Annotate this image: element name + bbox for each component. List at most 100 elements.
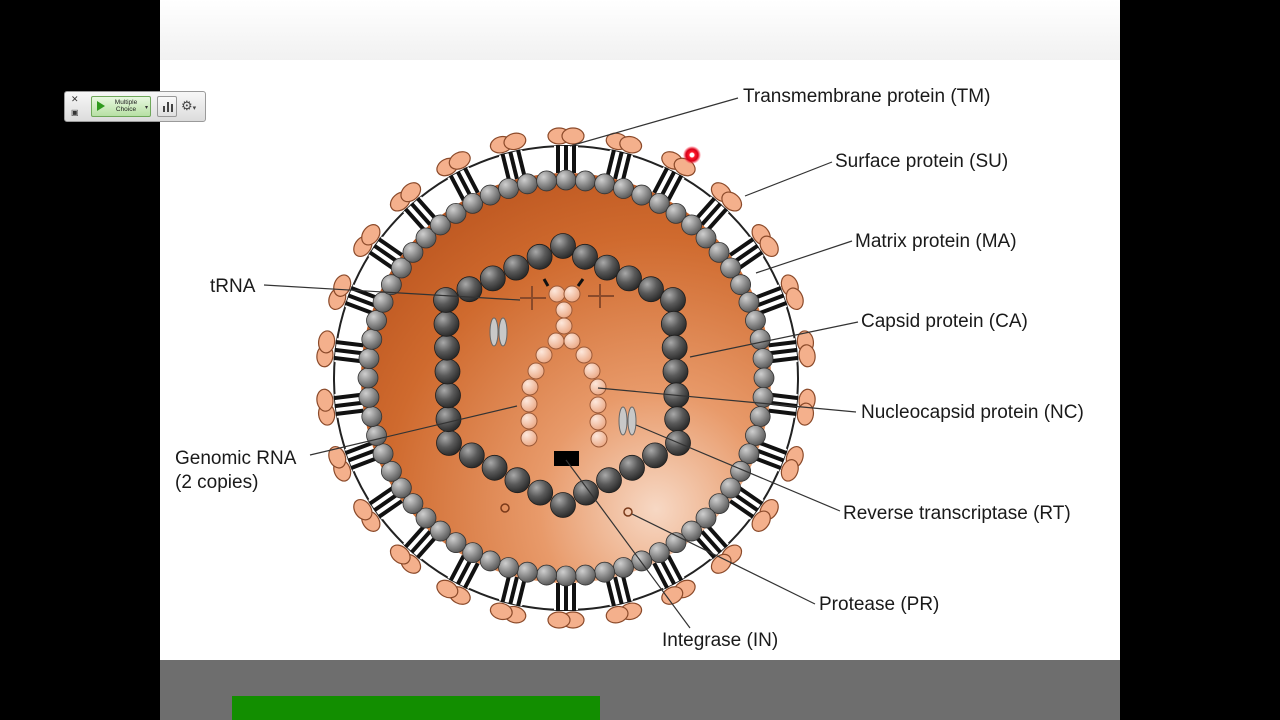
gear-icon[interactable]: ⚙▾ <box>181 98 197 113</box>
capsid-protein-sphere <box>434 358 461 385</box>
capsid-protein-sphere <box>664 406 691 433</box>
label-protease: Protease (PR) <box>819 594 939 615</box>
matrix-protein-sphere <box>631 184 653 206</box>
nucleocapsid-bead <box>555 317 573 335</box>
label-nucleocapsid-protein: Nucleocapsid protein (NC) <box>861 402 1084 423</box>
spike-glycoprotein <box>754 439 804 482</box>
matrix-protein-sphere <box>372 291 394 313</box>
matrix-protein-sphere <box>445 532 467 554</box>
trna-marker-right <box>588 284 614 308</box>
label-reverse-transcriptase: Reverse transcriptase (RT) <box>843 503 1071 524</box>
nucleocapsid-bead <box>590 430 608 448</box>
nucleocapsid-bead <box>563 332 581 350</box>
matrix-protein-sphere <box>575 564 596 586</box>
spike-glycoprotein <box>316 330 364 368</box>
matrix-protein-sphere <box>516 173 538 195</box>
clipboard-icon[interactable]: ▣ <box>71 108 79 117</box>
spike-glycoprotein <box>316 388 364 426</box>
matrix-protein-sphere <box>745 310 766 331</box>
capsid-protein-sphere <box>619 454 645 481</box>
close-icon[interactable]: ✕ <box>71 94 79 104</box>
capsid-protein-sphere <box>458 442 485 469</box>
matrix-protein-sphere <box>380 274 402 296</box>
spike-glycoprotein <box>651 554 696 605</box>
capsid-protein-sphere <box>660 287 686 313</box>
viral-core <box>361 173 771 583</box>
start-poll-button[interactable]: Multiple Choice ▾ <box>91 96 151 117</box>
matrix-protein-sphere <box>358 387 380 408</box>
capsid-protein-sphere <box>503 254 530 281</box>
genomic-rna-strands <box>520 278 608 448</box>
nucleocapsid-bead <box>535 346 553 364</box>
nucleocapsid-bead <box>555 301 573 319</box>
spike-glycoprotein <box>547 583 585 629</box>
nucleocapsid-bead <box>527 362 545 380</box>
matrix-protein-sphere <box>462 192 484 214</box>
matrix-protein-sphere <box>681 520 703 542</box>
nucleocapsid-bead <box>583 362 601 380</box>
matrix-protein-sphere <box>695 227 717 249</box>
matrix-protein-sphere <box>498 557 519 578</box>
capsid-protein-sphere <box>527 479 554 506</box>
matrix-protein-sphere <box>366 310 387 331</box>
nucleocapsid-bead <box>520 429 538 447</box>
integrase-block <box>554 451 579 466</box>
polling-toolbar: ✕ ▣ Multiple Choice ▾ ⚙▾ <box>64 91 206 122</box>
capsid-protein-sphere <box>435 406 462 433</box>
capsid-protein-sphere <box>504 467 531 494</box>
matrix-protein-sphere <box>613 557 634 578</box>
matrix-protein-sphere <box>730 274 752 296</box>
nucleocapsid-bead <box>548 285 566 303</box>
matrix-protein-sphere <box>594 173 616 195</box>
laser-pointer-dot <box>683 146 701 164</box>
spike-glycoprotein <box>754 274 804 317</box>
matrix-protein-sphere <box>594 561 616 583</box>
capsid-protein-sphere <box>479 265 506 292</box>
spike-glycoprotein <box>328 439 378 482</box>
capsid-protein-sphere <box>550 233 576 259</box>
nucleocapsid-bead <box>520 395 538 413</box>
matrix-protein-sphere <box>708 241 730 263</box>
capsid-protein-sphere <box>594 254 620 281</box>
spike-glycoprotein <box>436 151 481 202</box>
chevron-down-icon[interactable]: ▾ <box>144 105 148 111</box>
matrix-protein-sphere <box>753 367 775 389</box>
label-genomic-rna-copies: (2 copies) <box>175 472 258 493</box>
nucleocapsid-bead <box>589 413 607 431</box>
spike-glycoprotein <box>693 524 743 574</box>
capsid-protein-sphere <box>436 430 462 456</box>
capsid-protein-sphere <box>572 243 598 270</box>
nucleocapsid-bead <box>589 396 607 414</box>
nucleocapsid-bead <box>521 378 539 396</box>
capsid-protein-sphere <box>642 442 668 469</box>
label-trna: tRNA <box>210 276 256 297</box>
matrix-protein-sphere <box>738 443 760 465</box>
capsid-protein-sphere <box>435 382 461 409</box>
capsid-protein-sphere <box>660 310 687 337</box>
nucleocapsid-bead <box>520 412 538 430</box>
capsid-protein-sphere <box>481 454 508 481</box>
capsid-protein-sphere <box>433 310 460 337</box>
matrix-protein-sphere <box>429 214 451 236</box>
matrix-protein-sphere <box>613 178 634 199</box>
bar-chart-icon-bar <box>167 102 169 112</box>
protease-dot-left <box>500 503 510 513</box>
spike-glycoprotein <box>389 524 439 574</box>
spike-glycoprotein <box>436 554 481 605</box>
matrix-protein-sphere <box>498 178 519 199</box>
spike-glycoprotein <box>389 182 439 232</box>
leader-lines <box>263 97 859 629</box>
envelope-spikes <box>316 127 816 629</box>
label-transmembrane-protein: Transmembrane protein (TM) <box>743 86 990 107</box>
results-chart-button[interactable] <box>157 96 177 117</box>
matrix-protein-sphere <box>479 184 501 206</box>
matrix-protein-sphere <box>555 169 577 191</box>
label-matrix-protein: Matrix protein (MA) <box>855 231 1017 252</box>
matrix-protein-sphere <box>648 542 670 564</box>
spike-glycoprotein <box>489 132 529 182</box>
bottom-progress-bar <box>232 696 600 720</box>
nucleocapsid-bead <box>563 285 581 303</box>
matrix-protein-sphere <box>361 328 383 350</box>
reverse-transcriptase-right <box>618 406 637 436</box>
